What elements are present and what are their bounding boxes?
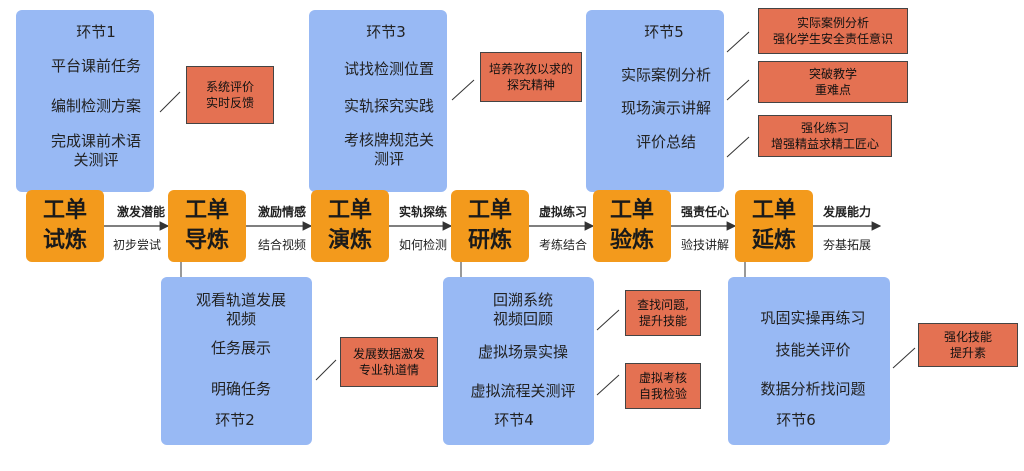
note-inquiry-spirit: 培养孜孜以求的 探究精神 xyxy=(480,52,582,102)
note-virtual-assessment: 虚拟考核 自我检验 xyxy=(625,363,701,409)
stage-label: 演炼 xyxy=(327,228,372,253)
panel-6-item: 巩固实操再练习 xyxy=(760,309,866,327)
panel-3-item: 试找检测位置 xyxy=(343,60,434,78)
stage-label: 工单 xyxy=(751,198,796,223)
stage-label: 工单 xyxy=(327,198,372,223)
stage-label: 延炼 xyxy=(751,228,796,253)
note-line: 强化学生安全责任意识 xyxy=(772,32,893,46)
note-line: 探究精神 xyxy=(506,78,555,92)
note-strengthen-skills: 强化技能 提升素 xyxy=(918,323,1018,367)
panel-step-1 xyxy=(16,10,154,192)
note-line: 培养孜孜以求的 xyxy=(488,62,573,76)
note-line: 强化技能 xyxy=(943,330,992,344)
panel-step-2 xyxy=(161,277,312,445)
panel-3-item: 考核牌规范关 xyxy=(343,131,434,149)
connector-label-top: 实轨探练 xyxy=(398,205,447,219)
panel-5-title: 环节5 xyxy=(644,23,684,41)
panel-4-item: 回溯系统 xyxy=(492,291,553,309)
connector-label-bottom: 结合视频 xyxy=(257,238,306,252)
stage-label: 验炼 xyxy=(609,228,654,253)
panel-2-item: 观看轨道发展 xyxy=(195,291,286,309)
panel-1-title: 环节1 xyxy=(76,23,116,41)
connector-label-top: 强责任心 xyxy=(680,205,729,219)
panel-4-title: 环节4 xyxy=(494,411,534,429)
note-find-problems: 查找问题, 提升技能 xyxy=(625,290,701,336)
panel-5-item: 现场演示讲解 xyxy=(620,99,711,117)
connector-label-top: 激发潜能 xyxy=(116,205,165,219)
connector-label-bottom: 考练结合 xyxy=(538,238,587,252)
panel-2-item: 视频 xyxy=(225,310,256,328)
connector-label-top: 虚拟练习 xyxy=(538,205,587,219)
stage-verify: 工单 验炼 xyxy=(593,190,671,262)
panel-5-item: 实际案例分析 xyxy=(620,66,711,84)
note-case-analysis: 实际案例分析 强化学生安全责任意识 xyxy=(758,8,908,54)
panel-1-item: 关测评 xyxy=(73,151,119,169)
note-key-difficulties: 突破教学 重难点 xyxy=(758,61,908,103)
note-line: 系统评价 xyxy=(205,80,254,94)
stage-drill: 工单 演炼 xyxy=(311,190,389,262)
panel-1-item: 完成课前术语 xyxy=(50,132,141,150)
stage-label: 工单 xyxy=(467,198,512,223)
stage-label: 工单 xyxy=(184,198,229,223)
note-line: 强化练习 xyxy=(800,121,849,135)
stage-label: 工单 xyxy=(609,198,654,223)
note-line: 发展数据激发 xyxy=(352,347,425,361)
panel-5-item: 评价总结 xyxy=(635,133,696,151)
note-system-evaluation: 系统评价 实时反馈 xyxy=(186,66,274,124)
note-line: 实际案例分析 xyxy=(796,16,869,30)
panel-3-item: 实轨探究实践 xyxy=(343,97,434,115)
connector-label-top: 发展能力 xyxy=(822,205,871,219)
stage-trial: 工单 试炼 xyxy=(26,190,104,262)
panel-3-item: 测评 xyxy=(373,150,404,168)
stage-label: 导炼 xyxy=(184,228,229,253)
panel-6-item: 技能关评价 xyxy=(775,341,851,359)
stage-extend: 工单 延炼 xyxy=(735,190,813,262)
connector-label-top: 激励情感 xyxy=(257,205,306,219)
note-line: 查找问题, xyxy=(637,298,689,312)
connector-label-bottom: 初步尝试 xyxy=(112,238,161,252)
stage-label: 工单 xyxy=(42,198,87,223)
panel-4-item: 虚拟流程关测评 xyxy=(470,382,576,400)
connector-label-bottom: 如何检测 xyxy=(398,238,447,252)
note-line: 专业轨道情 xyxy=(358,363,419,377)
stage-label: 试炼 xyxy=(42,228,87,253)
panel-6-title: 环节6 xyxy=(776,411,816,429)
connector-label-bottom: 夯基拓展 xyxy=(822,238,871,252)
stage-guide: 工单 导炼 xyxy=(168,190,246,262)
panel-step-3 xyxy=(309,10,447,192)
note-line: 提升技能 xyxy=(638,314,687,328)
note-line: 自我检验 xyxy=(638,387,687,401)
note-line: 实时反馈 xyxy=(205,96,254,110)
panel-2-item: 任务展示 xyxy=(210,339,271,357)
panel-4-item: 视频回顾 xyxy=(492,310,553,328)
stage-study: 工单 研炼 xyxy=(451,190,529,262)
note-develop-data: 发展数据激发 专业轨道情 xyxy=(340,337,438,387)
panel-4-item: 虚拟场景实操 xyxy=(477,343,568,361)
note-line: 突破教学 xyxy=(808,67,857,81)
note-line: 增强精益求精工匠心 xyxy=(770,137,879,151)
panel-6-item: 数据分析找问题 xyxy=(760,380,866,398)
stage-label: 研炼 xyxy=(467,228,512,253)
note-strengthen-practice: 强化练习 增强精益求精工匠心 xyxy=(758,115,892,157)
panel-step-6 xyxy=(728,277,890,445)
note-line: 重难点 xyxy=(814,83,851,97)
panel-step-5 xyxy=(586,10,724,192)
note-line: 虚拟考核 xyxy=(638,371,687,385)
note-line: 提升素 xyxy=(949,346,986,360)
panel-step-4 xyxy=(443,277,594,445)
panel-2-title: 环节2 xyxy=(215,411,255,429)
panel-1-item: 编制检测方案 xyxy=(50,97,141,115)
panel-1-item: 平台课前任务 xyxy=(50,57,141,75)
panel-2-item: 明确任务 xyxy=(210,380,271,398)
panel-3-title: 环节3 xyxy=(366,23,406,41)
connector-label-bottom: 验技讲解 xyxy=(680,238,729,252)
